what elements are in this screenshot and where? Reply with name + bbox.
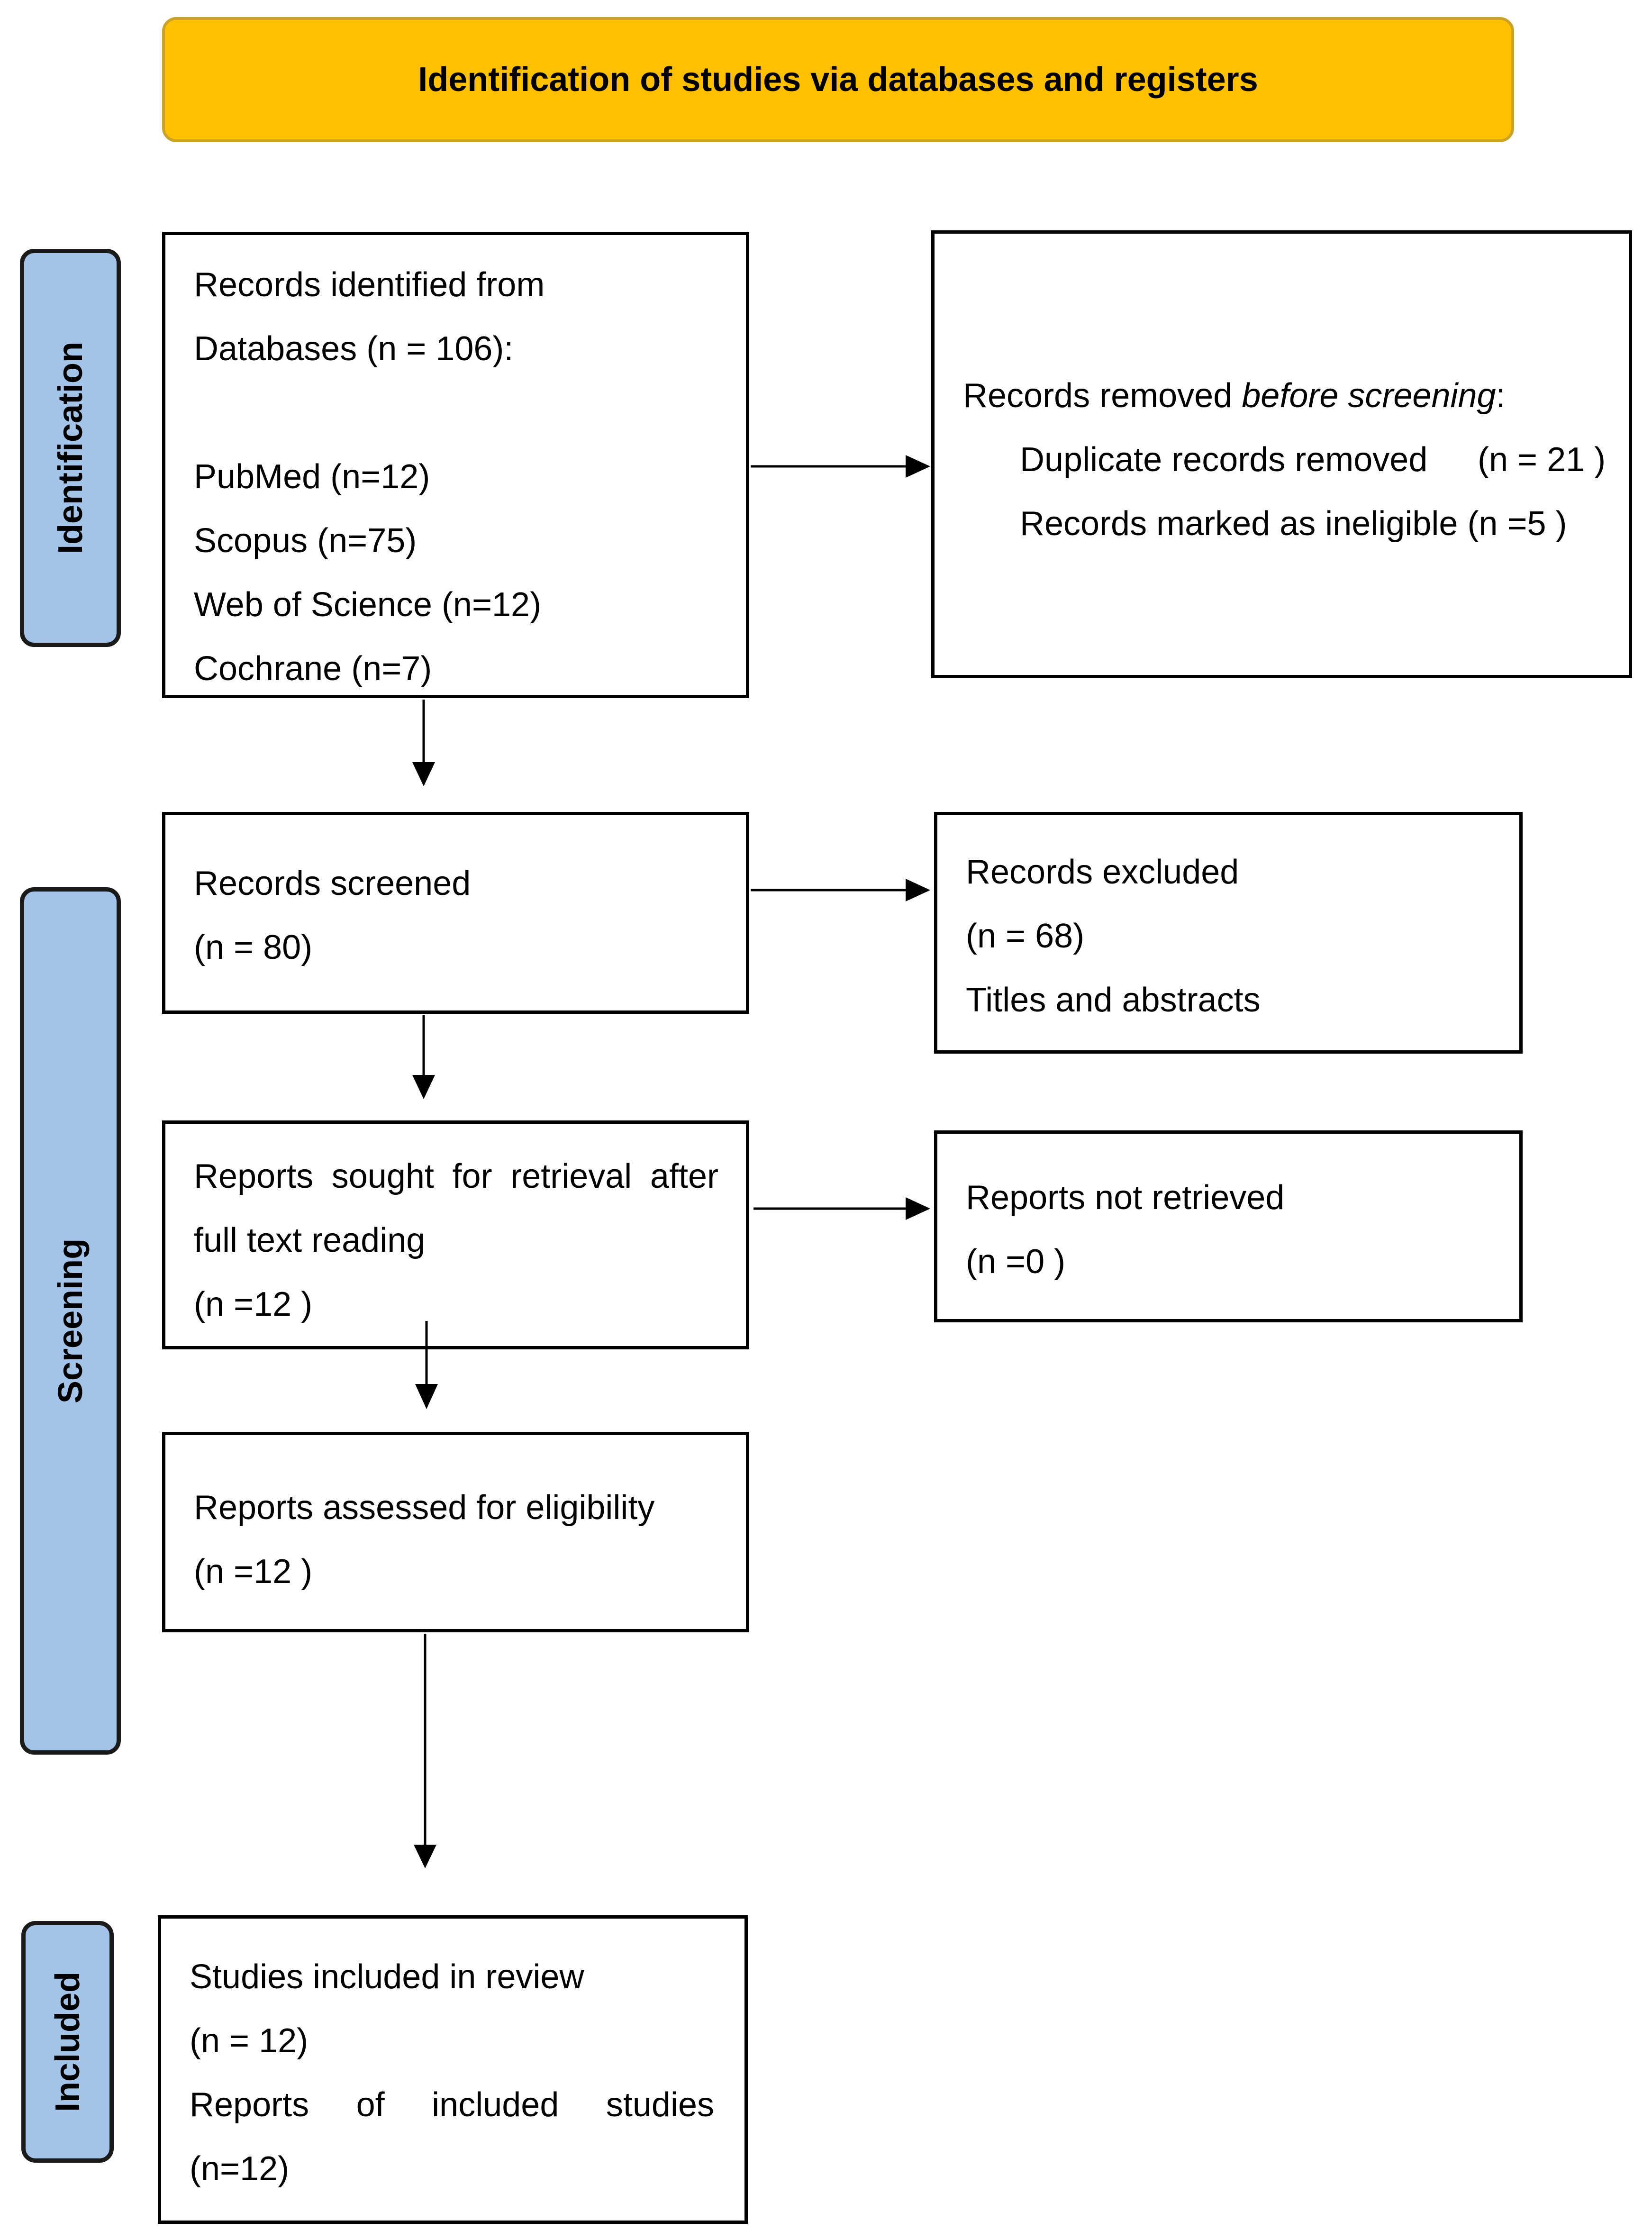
phase-identification: Identification	[20, 249, 121, 647]
records-removed-title-suffix: :	[1496, 377, 1506, 415]
studies-included-line1: Studies included in review	[190, 1958, 584, 1996]
records-screened-count: (n = 80)	[194, 928, 313, 966]
records-identified-line2: Databases (n = 106):	[194, 330, 514, 368]
records-removed-title-italic: before screening	[1242, 377, 1496, 415]
source-scopus: Scopus (n=75)	[194, 522, 417, 560]
flow-header: Identification of studies via databases …	[162, 17, 1514, 142]
reports-assessed-label: Reports assessed for eligibility	[194, 1489, 655, 1527]
source-cochrane: Cochrane (n=7)	[194, 650, 432, 688]
records-screened-label: Records screened	[194, 865, 471, 902]
reports-sought-count: (n =12 )	[194, 1285, 313, 1323]
arrowhead-included	[414, 1845, 436, 1868]
arrowhead-excluded	[906, 879, 930, 901]
duplicates-removed-count: (n = 21 )	[1478, 441, 1606, 479]
reports-not-retrieved-box: Reports not retrieved (n =0 )	[934, 1130, 1523, 1322]
records-removed-title-prefix: Records removed	[963, 377, 1242, 415]
arrowhead-assessed	[415, 1384, 438, 1409]
records-ineligible: Records marked as ineligible (n =5 )	[1020, 505, 1567, 543]
arrowhead-removed	[906, 455, 930, 478]
arrowhead-screened	[412, 762, 435, 786]
phase-screening: Screening	[20, 887, 121, 1755]
reports-assessed-count: (n =12 )	[194, 1553, 313, 1591]
records-identified-line1: Records identified from	[194, 266, 545, 304]
reports-sought-box: Reports sought for retrieval after full …	[162, 1120, 749, 1349]
source-pubmed: PubMed (n=12)	[194, 458, 430, 496]
records-screened-box: Records screened (n = 80)	[162, 812, 749, 1014]
reports-not-retrieved-count: (n =0 )	[966, 1243, 1066, 1281]
reports-assessed-box: Reports assessed for eligibility (n =12 …	[162, 1432, 749, 1632]
records-excluded-count: (n = 68)	[966, 917, 1085, 955]
header-title: Identification of studies via databases …	[418, 61, 1258, 99]
arrowhead-sought	[412, 1075, 435, 1099]
studies-included-line4: (n=12)	[190, 2150, 290, 2188]
reports-not-retrieved-label: Reports not retrieved	[966, 1179, 1285, 1217]
reports-sought-line2: full text reading	[194, 1221, 426, 1259]
records-excluded-note: Titles and abstracts	[966, 981, 1261, 1019]
source-web-of-science: Web of Science (n=12)	[194, 586, 542, 624]
records-identified-box: Records identified from Databases (n = 1…	[162, 232, 749, 698]
studies-included-count: (n = 12)	[190, 2022, 309, 2060]
records-excluded-label: Records excluded	[966, 853, 1239, 891]
records-removed-title: Records removed before screening:	[963, 379, 1506, 413]
records-removed-box: Records removed before screening: Duplic…	[931, 230, 1632, 678]
studies-included-line3: Reports of included studies	[190, 2086, 714, 2124]
phase-included: Included	[21, 1921, 114, 2163]
reports-sought-line1: Reports sought for retrieval after	[194, 1157, 718, 1195]
records-excluded-box: Records excluded (n = 68) Titles and abs…	[934, 812, 1523, 1054]
duplicates-removed-label: Duplicate records removed	[1020, 441, 1428, 479]
studies-included-box: Studies included in review (n = 12) Repo…	[158, 1915, 748, 2224]
arrowhead-not-retrieved	[906, 1197, 930, 1220]
